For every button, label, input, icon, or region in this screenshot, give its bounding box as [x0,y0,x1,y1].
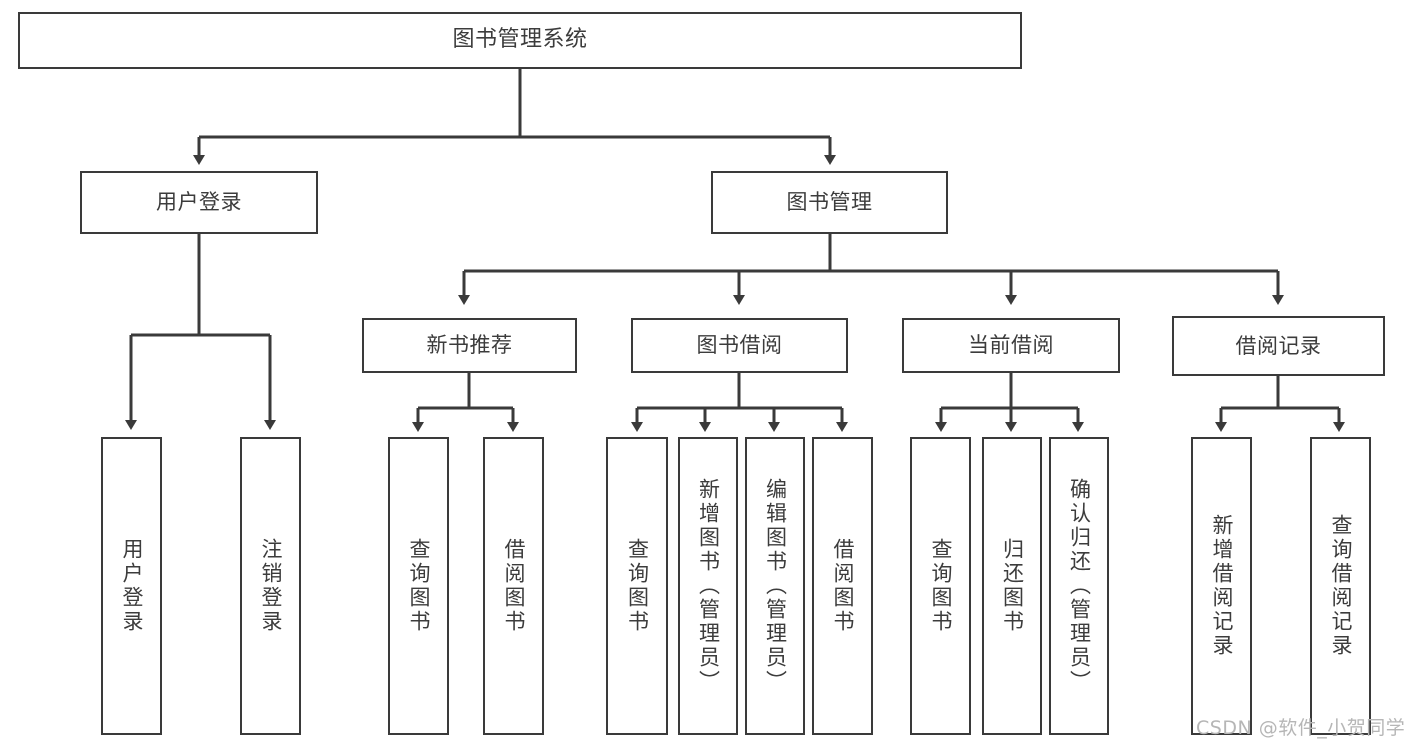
node-current-borrow-label: 当前借阅 [968,333,1054,358]
node-borrow-record[interactable]: 借阅记录 [1172,316,1385,376]
node-book-management-label: 图书管理 [786,190,873,215]
leaf-borrow-book-label: 借阅图书 [831,538,855,634]
node-new-book-recommend[interactable]: 新书推荐 [362,318,577,373]
leaf-borrow-add-book-label: 新增图书（管理员） [696,478,721,694]
leaf-new-book-query[interactable]: 查询图书 [388,437,449,735]
leaf-borrow-add-book[interactable]: 新增图书（管理员） [678,437,738,735]
node-book-borrow-label: 图书借阅 [696,333,783,358]
leaf-new-book-borrow[interactable]: 借阅图书 [483,437,544,735]
leaf-current-query[interactable]: 查询图书 [910,437,971,735]
node-book-borrow[interactable]: 图书借阅 [631,318,848,373]
leaf-logout[interactable]: 注销登录 [240,437,301,735]
leaf-user-login[interactable]: 用户登录 [101,437,162,735]
leaf-current-confirm-return[interactable]: 确认归还（管理员） [1049,437,1109,735]
leaf-record-add[interactable]: 新增借阅记录 [1191,437,1252,735]
node-root-label: 图书管理系统 [452,27,588,53]
leaf-current-return[interactable]: 归还图书 [982,437,1042,735]
leaf-new-book-borrow-label: 借阅图书 [502,538,526,634]
leaf-record-query-label: 查询借阅记录 [1329,514,1353,658]
leaf-user-login-label: 用户登录 [120,538,144,634]
leaf-borrow-edit-book-label: 编辑图书（管理员） [763,478,788,694]
node-user-login-label: 用户登录 [156,190,242,215]
leaf-current-return-label: 归还图书 [1000,538,1025,634]
leaf-borrow-query-label: 查询图书 [625,538,650,634]
leaf-record-add-label: 新增借阅记录 [1210,514,1234,658]
leaf-borrow-edit-book[interactable]: 编辑图书（管理员） [745,437,805,735]
csdn-watermark: CSDN @软件_小贺同学 [1196,717,1405,739]
node-current-borrow[interactable]: 当前借阅 [902,318,1120,373]
leaf-borrow-book[interactable]: 借阅图书 [812,437,873,735]
leaf-new-book-query-label: 查询图书 [407,538,431,634]
leaf-logout-label: 注销登录 [259,538,283,634]
node-borrow-record-label: 借阅记录 [1235,333,1322,358]
node-new-book-recommend-label: 新书推荐 [426,333,513,358]
node-user-login[interactable]: 用户登录 [80,171,318,234]
leaf-current-query-label: 查询图书 [929,538,953,634]
leaf-record-query[interactable]: 查询借阅记录 [1310,437,1371,735]
node-book-management[interactable]: 图书管理 [711,171,948,234]
leaf-current-confirm-return-label: 确认归还（管理员） [1067,478,1092,694]
node-root[interactable]: 图书管理系统 [18,12,1022,69]
leaf-borrow-query[interactable]: 查询图书 [606,437,668,735]
